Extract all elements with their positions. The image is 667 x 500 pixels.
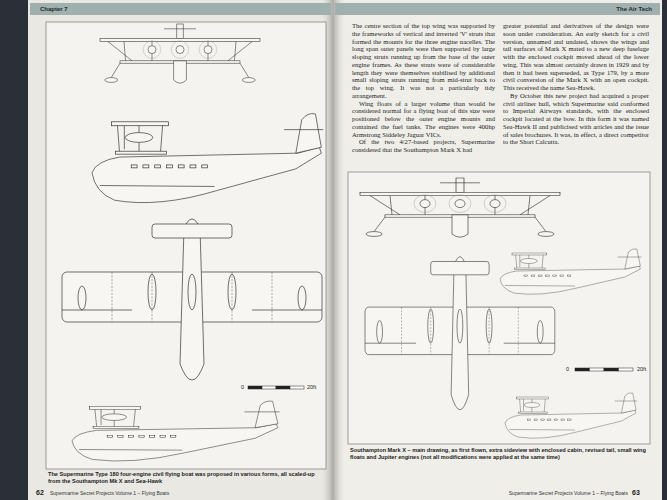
header-band xyxy=(30,3,331,15)
scale-bar xyxy=(575,368,633,371)
front-view xyxy=(360,178,560,237)
body-paragraph: The centre section of the top wing was s… xyxy=(352,22,495,100)
side-view xyxy=(72,401,280,461)
running-footer: Supermarine Secret Projects Volume 1 – F… xyxy=(50,490,250,496)
scale-label: 20ft xyxy=(637,367,646,373)
plan-view xyxy=(365,257,555,410)
scale-bar xyxy=(248,386,304,389)
body-paragraph: Wing floats of a larger volume than woul… xyxy=(352,100,495,139)
side-view xyxy=(500,249,642,294)
running-header: The Air Tech xyxy=(500,6,652,13)
scale-label: 20ft xyxy=(307,385,316,391)
left-page xyxy=(28,0,333,500)
body-paragraph: By October this new project had acquired… xyxy=(503,92,649,146)
page-number: 62 xyxy=(36,489,44,496)
drawing-frame xyxy=(46,22,326,469)
text-column: The centre section of the top wing was s… xyxy=(352,22,495,154)
figure-caption: The Supermarine Type 180 four-engine civ… xyxy=(48,471,326,484)
plan-view xyxy=(62,219,322,380)
running-footer: Supermarine Secret Projects Volume 1 – F… xyxy=(428,490,628,496)
body-paragraph: greater potential and derivatives of the… xyxy=(503,22,649,92)
body-paragraph: Of the two 4/27-based projects, Supermar… xyxy=(352,138,495,154)
page-number: 63 xyxy=(632,489,640,496)
scale-label: 0 xyxy=(241,385,244,391)
side-view xyxy=(505,393,637,438)
header-band xyxy=(335,3,660,15)
running-header: Chapter 7 xyxy=(40,6,180,13)
scale-label: 0 xyxy=(566,367,569,373)
figure-caption: Southampton Mark X – main drawing, as fi… xyxy=(350,447,648,460)
drawing-frame xyxy=(348,172,650,444)
side-view xyxy=(92,114,323,203)
right-page xyxy=(333,0,662,500)
front-view xyxy=(100,24,260,83)
text-column: greater potential and derivatives of the… xyxy=(503,22,649,146)
